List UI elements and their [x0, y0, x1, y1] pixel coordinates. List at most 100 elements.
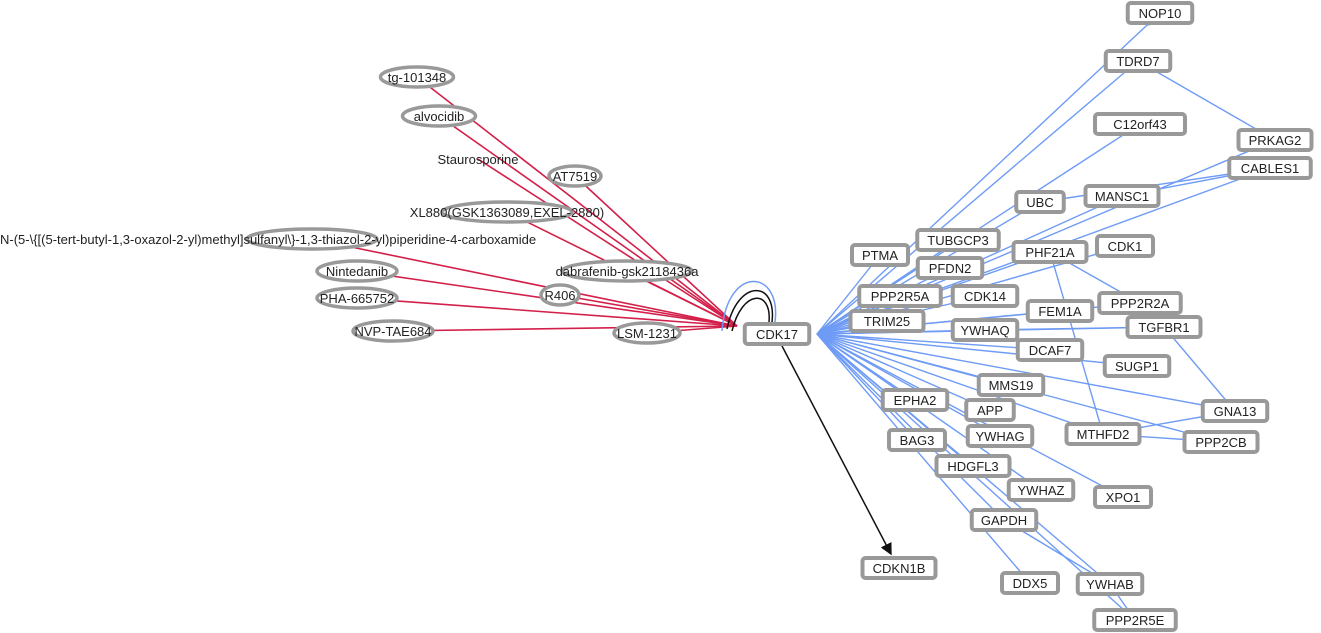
- node-label: TUBGCP3: [927, 233, 988, 248]
- protein-node[interactable]: TDRD7: [1103, 49, 1173, 73]
- self-loop-edge: [731, 297, 770, 332]
- protein-node[interactable]: BAG3: [887, 428, 947, 452]
- drug-node-shape: [351, 319, 435, 343]
- protein-node[interactable]: MANSC1: [1083, 184, 1161, 208]
- node-box: [1011, 240, 1089, 264]
- center-node-cdk17[interactable]: CDK17: [742, 322, 812, 346]
- node-box: [965, 424, 1035, 448]
- protein-node[interactable]: NOP10: [1125, 1, 1195, 25]
- protein-node[interactable]: TGFBR1: [1125, 315, 1203, 339]
- node-label: CDK17: [756, 327, 798, 342]
- node-box: [880, 388, 950, 412]
- node-label: MTHFD2: [1077, 427, 1130, 442]
- drug-node[interactable]: N-(5-\{[(5-tert-butyl-1,3-oxazol-2-yl)me…: [0, 227, 536, 251]
- protein-node[interactable]: YWHAQ: [950, 318, 1020, 342]
- drug-node[interactable]: R406: [539, 283, 581, 307]
- node-box: [976, 373, 1046, 397]
- drug-node[interactable]: Staurosporine: [438, 152, 519, 167]
- protein-node[interactable]: DDX5: [1000, 571, 1060, 595]
- protein-node[interactable]: YWHAG: [965, 424, 1035, 448]
- drug-node-shape: [315, 286, 399, 310]
- node-label: SUGP1: [1115, 359, 1159, 374]
- protein-node[interactable]: UBC: [1014, 190, 1066, 214]
- drug-edge: [574, 175, 738, 327]
- protein-node[interactable]: SUGP1: [1102, 354, 1172, 378]
- protein-node[interactable]: PTMA: [850, 243, 910, 267]
- node-label: CABLES1: [1241, 161, 1300, 176]
- drug-node-shape: [539, 283, 581, 307]
- protein-node[interactable]: C12orf43: [1093, 112, 1187, 136]
- protein-node[interactable]: CDK14: [950, 284, 1020, 308]
- node-box: [1200, 399, 1270, 423]
- drug-node[interactable]: XL880(GSK1363089,EXEL-2880): [410, 200, 604, 224]
- protein-node[interactable]: DCAF7: [1015, 338, 1085, 362]
- protein-node[interactable]: YWHAZ: [1006, 478, 1076, 502]
- drug-edge: [392, 325, 738, 332]
- protein-node[interactable]: PPP2R2A: [1097, 291, 1183, 315]
- drug-node-shape: [560, 259, 694, 283]
- drug-label: Staurosporine: [438, 152, 519, 167]
- drug-node[interactable]: AT7519: [547, 164, 603, 188]
- drug-node[interactable]: alvocidib: [400, 104, 478, 128]
- node-label: GNA13: [1214, 404, 1257, 419]
- protein-node[interactable]: PHF21A: [1011, 240, 1089, 264]
- drug-edge: [356, 297, 738, 327]
- drug-label: N-(5-\{[(5-tert-butyl-1,3-oxazol-2-yl)me…: [0, 232, 536, 247]
- protein-node[interactable]: PFDN2: [915, 256, 985, 280]
- interaction-edge: [816, 333, 1104, 435]
- protein-node[interactable]: PRKAG2: [1236, 128, 1314, 152]
- node-label: DCAF7: [1029, 343, 1072, 358]
- protein-node[interactable]: XPO1: [1093, 485, 1153, 509]
- protein-node[interactable]: GAPDH: [969, 508, 1039, 532]
- drug-edge: [477, 158, 738, 327]
- node-box: [1025, 299, 1095, 323]
- node-box: [1000, 571, 1060, 595]
- protein-node[interactable]: FEM1A: [1025, 299, 1095, 323]
- drug-node-shape: [440, 200, 574, 224]
- node-box: [969, 508, 1039, 532]
- node-label: TDRD7: [1116, 54, 1159, 69]
- drug-node[interactable]: LSM-1231: [612, 321, 682, 345]
- protein-node[interactable]: PPP2CB: [1182, 430, 1260, 454]
- drug-edge: [438, 115, 738, 327]
- node-label: BAG3: [900, 433, 935, 448]
- protein-node[interactable]: EPHA2: [880, 388, 950, 412]
- protein-node[interactable]: MMS19: [976, 373, 1046, 397]
- node-label: PPP2R5E: [1106, 613, 1165, 628]
- protein-node[interactable]: APP: [964, 398, 1016, 422]
- protein-node[interactable]: TRIM25: [848, 309, 926, 333]
- node-box: [887, 428, 947, 452]
- drug-node[interactable]: Nintedanib: [315, 259, 399, 283]
- protein-node[interactable]: CDKN1B: [860, 556, 938, 580]
- regulation-edge: [781, 345, 892, 556]
- node-label: CDK14: [964, 289, 1006, 304]
- protein-node[interactable]: CDK1: [1095, 234, 1155, 258]
- node-label: YWHAZ: [1018, 483, 1065, 498]
- node-box: [1125, 1, 1195, 25]
- protein-node[interactable]: GNA13: [1200, 399, 1270, 423]
- drug-label: NVP-TAE684: [354, 324, 431, 339]
- drug-node[interactable]: NVP-TAE684: [351, 319, 435, 343]
- drug-node-shape: [378, 65, 456, 89]
- protein-node[interactable]: TUBGCP3: [915, 228, 1001, 252]
- protein-node[interactable]: HDGFL3: [934, 454, 1012, 478]
- drug-node[interactable]: dabrafenib-gsk2118436a: [556, 259, 700, 283]
- protein-node[interactable]: CABLES1: [1227, 156, 1313, 180]
- protein-node[interactable]: PPP2R5E: [1092, 608, 1178, 632]
- node-label: YWHAG: [975, 429, 1024, 444]
- node-box: [1006, 478, 1076, 502]
- drug-node-shape: [315, 259, 399, 283]
- drug-node[interactable]: tg-101348: [378, 65, 456, 89]
- drug-label: Nintedanib: [326, 264, 388, 279]
- interaction-edge: [816, 12, 1161, 335]
- node-box: [1093, 112, 1187, 136]
- node-box: [1083, 184, 1161, 208]
- protein-node[interactable]: YWHAB: [1075, 572, 1145, 596]
- node-label: CDK1: [1108, 239, 1143, 254]
- protein-node[interactable]: MTHFD2: [1064, 422, 1142, 446]
- node-box: [860, 556, 938, 580]
- drug-node[interactable]: PHA-665752: [315, 286, 399, 310]
- node-label: MANSC1: [1095, 189, 1149, 204]
- protein-node[interactable]: PPP2R5A: [857, 284, 943, 308]
- node-label: PTMA: [862, 248, 898, 263]
